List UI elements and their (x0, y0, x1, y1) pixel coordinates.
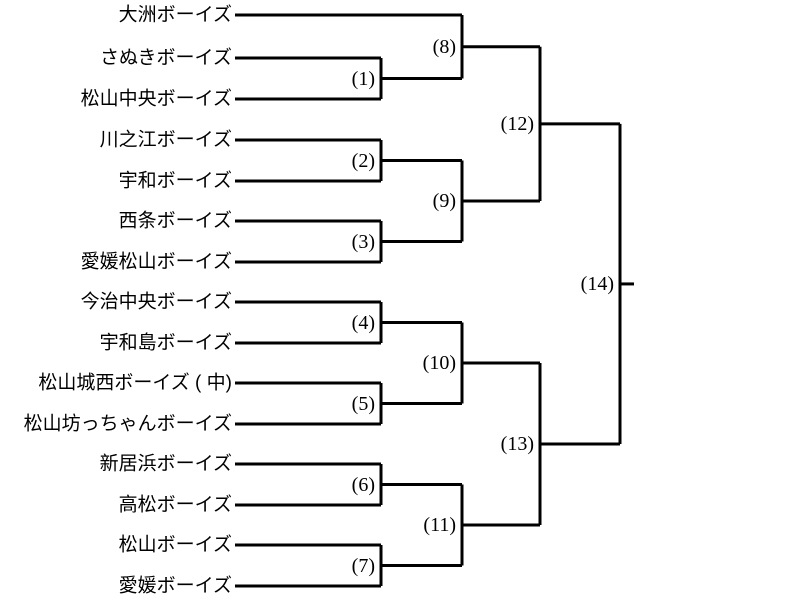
match-number-label-5: (5) (351, 392, 375, 415)
team-label-seed-3: 松山中央ボーイズ (80, 88, 232, 110)
match-number-label-2: (2) (351, 149, 375, 172)
match-number-label-4: (4) (351, 311, 375, 334)
match-number-label-12: (12) (500, 112, 534, 135)
team-label-seed-8: 今治中央ボーイズ (80, 291, 232, 313)
match-number-label-7: (7) (351, 554, 375, 577)
team-label-seed-2: さぬきボーイズ (99, 47, 232, 69)
team-label-seed-6: 西条ボーイズ (118, 210, 232, 232)
team-label-seed-12: 新居浜ボーイズ (99, 453, 232, 475)
match-number-label-1: (1) (351, 67, 375, 90)
match-number-label-13: (13) (500, 433, 534, 455)
team-label-seed-15: 愛媛ボーイズ (118, 575, 232, 597)
team-label-seed-5: 宇和ボーイズ (118, 170, 232, 192)
match-number-label-14: (14) (580, 272, 614, 295)
match-number-label-3: (3) (351, 230, 375, 253)
match-number-label-8: (8) (432, 35, 456, 58)
team-label-seed-4: 川之江ボーイズ (99, 129, 232, 151)
team-label-seed-7: 愛媛松山ボーイズ (80, 251, 232, 273)
team-label-seed-1: 大洲ボーイズ (118, 4, 232, 26)
team-label-seed-13: 高松ボーイズ (118, 494, 232, 516)
match-number-label-9: (9) (432, 190, 456, 212)
team-label-seed-10: 松山城西ボーイズ ( 中) (38, 372, 232, 394)
match-number-label-11: (11) (423, 514, 456, 536)
team-label-seed-14: 松山ボーイズ (118, 534, 232, 556)
team-label-seed-11: 松山坊っちゃんボーイズ (23, 413, 232, 435)
match-number-label-6: (6) (351, 473, 375, 496)
team-label-seed-9: 宇和島ボーイズ (99, 332, 232, 354)
match-number-label-10: (10) (422, 352, 456, 374)
